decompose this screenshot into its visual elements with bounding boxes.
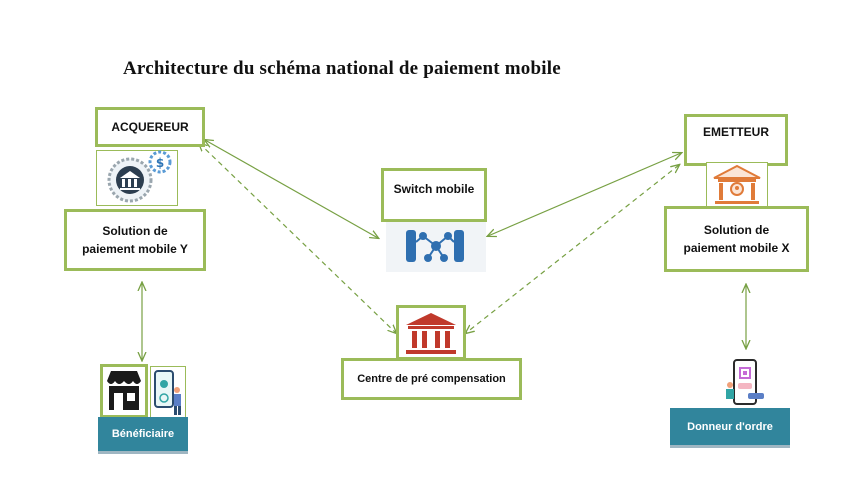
solution-x-label: Solution de paiement mobile X xyxy=(683,223,790,255)
bank-gear-icon: $ xyxy=(95,149,179,207)
network-servers-icon xyxy=(386,222,486,272)
phone-payment-icon xyxy=(149,365,187,419)
arrow-acquereur-switch xyxy=(205,140,378,238)
arrow-emetteur-compensation xyxy=(466,165,679,333)
switch-label: Switch mobile xyxy=(393,182,475,196)
arrow-switch-emetteur xyxy=(488,153,681,236)
emetteur-box: EMETTEUR xyxy=(684,114,788,166)
compensation-label: Centre de pré compensation xyxy=(357,373,506,385)
store-icon xyxy=(107,371,141,410)
donneur-box: Donneur d'ordre xyxy=(670,408,790,448)
emetteur-label: EMETTEUR xyxy=(703,125,769,139)
donneur-label: Donneur d'ordre xyxy=(687,420,773,433)
bank-building-icon xyxy=(406,312,456,354)
solution-y-label: Solution de paiement mobile Y xyxy=(82,224,188,256)
compensation-icon-box xyxy=(396,305,466,360)
phone-qr-icon xyxy=(724,359,768,407)
acquereur-box: ACQUEREUR xyxy=(95,107,205,147)
svg-text:$: $ xyxy=(156,156,164,170)
diagram-title: Architecture du schéma national de paiem… xyxy=(123,58,561,79)
switch-box: Switch mobile xyxy=(381,168,487,222)
solution-x-box: Solution de paiement mobile X xyxy=(664,206,809,272)
solution-y-box: Solution de paiement mobile Y xyxy=(64,209,206,271)
beneficiaire-label: Bénéficiaire xyxy=(111,428,175,440)
store-icon-box xyxy=(100,364,148,418)
bank-user-icon xyxy=(705,161,769,209)
beneficiaire-box: Bénéficiaire xyxy=(98,417,188,454)
compensation-box: Centre de pré compensation xyxy=(341,358,522,400)
arrow-acquereur-compensation xyxy=(199,143,396,333)
acquereur-label: ACQUEREUR xyxy=(111,120,189,134)
